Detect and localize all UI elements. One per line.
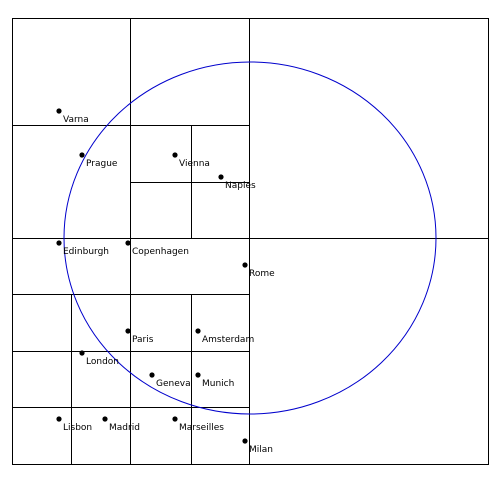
city-label-naples: Naples	[225, 181, 256, 191]
city-label-prague: Prague	[86, 159, 118, 169]
outer-border	[12, 18, 489, 465]
city-point-marseilles	[172, 416, 178, 422]
city-point-munich	[195, 372, 201, 378]
city-label-munich: Munich	[202, 379, 234, 389]
city-label-varna: Varna	[63, 115, 89, 125]
city-point-naples	[218, 174, 224, 180]
city-label-geneva: Geneva	[156, 379, 191, 389]
city-point-rome	[242, 262, 248, 268]
city-point-copenhagen	[125, 240, 131, 246]
city-label-madrid: Madrid	[109, 423, 140, 433]
partition-lines	[12, 18, 488, 464]
city-point-milan	[242, 438, 248, 444]
city-label-copenhagen: Copenhagen	[132, 247, 189, 257]
city-point-paris	[125, 328, 131, 334]
search-circle	[63, 61, 437, 415]
city-label-amsterdam: Amsterdam	[202, 335, 254, 345]
city-label-rome: Rome	[249, 269, 275, 279]
city-point-madrid	[102, 416, 108, 422]
city-point-edinburgh	[56, 240, 62, 246]
city-point-lisbon	[56, 416, 62, 422]
city-label-london: London	[86, 357, 119, 367]
city-point-vienna	[172, 152, 178, 158]
city-point-varna	[56, 108, 62, 114]
city-label-milan: Milan	[249, 445, 273, 455]
city-label-vienna: Vienna	[179, 159, 210, 169]
city-point-geneva	[149, 372, 155, 378]
city-label-paris: Paris	[132, 335, 154, 345]
city-point-london	[79, 350, 85, 356]
city-points: Varna Prague Vienna Naples Edinburgh Cop…	[56, 108, 275, 455]
city-label-marseilles: Marseilles	[179, 423, 224, 433]
city-label-lisbon: Lisbon	[63, 423, 92, 433]
city-point-prague	[79, 152, 85, 158]
city-label-edinburgh: Edinburgh	[63, 247, 109, 257]
city-point-amsterdam	[195, 328, 201, 334]
